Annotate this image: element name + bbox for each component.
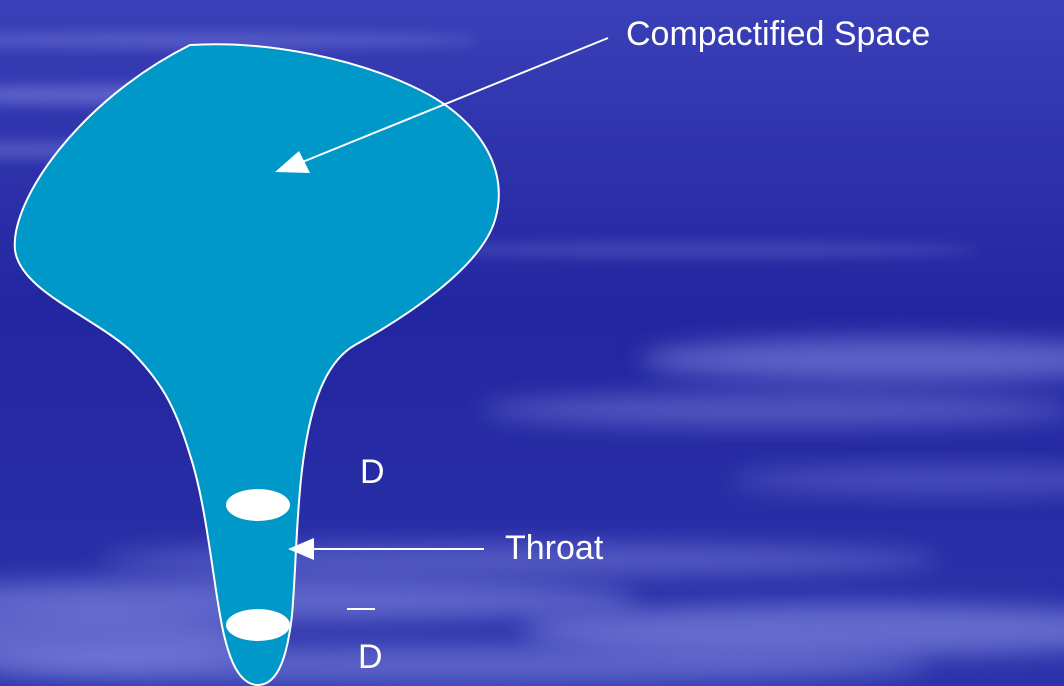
anti-d-brane-oval xyxy=(226,609,290,641)
d-brane-label: D xyxy=(360,455,385,489)
throat-label: Throat xyxy=(505,531,603,565)
anti-d-brane-label: D xyxy=(358,640,383,674)
compactified-space-label: Compactified Space xyxy=(626,17,930,51)
d-brane-oval xyxy=(226,489,290,521)
anti-d-brane-overbar xyxy=(347,608,375,610)
